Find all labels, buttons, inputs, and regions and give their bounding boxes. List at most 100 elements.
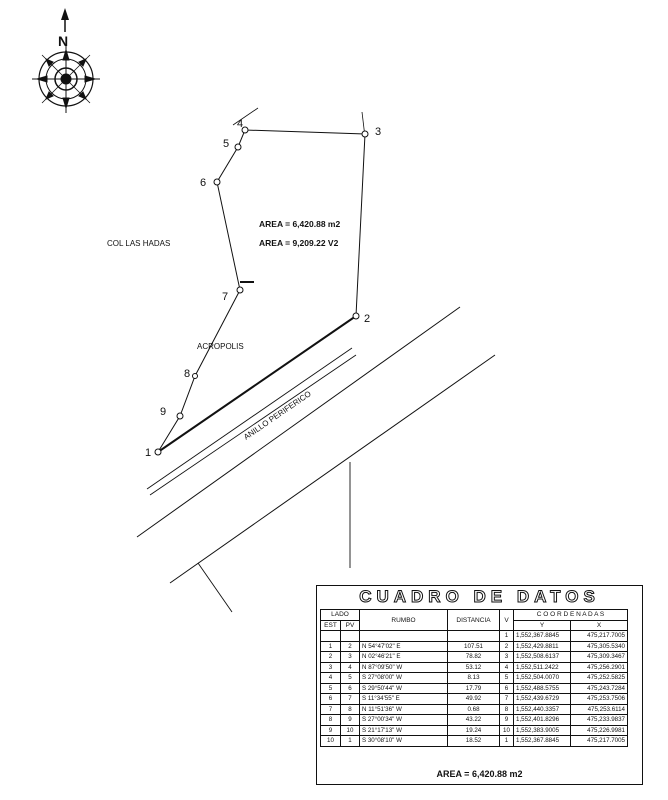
cell-pv: 9: [340, 714, 360, 726]
vertex-labels: 1 2 3 4 5 6 7 8 9: [145, 118, 381, 459]
cell-x: 475,217.7005: [570, 630, 628, 642]
vertex-markers: [154, 126, 369, 456]
cell-x: 475,243.7284: [570, 682, 628, 694]
cell-x: 475,233.9837: [570, 714, 628, 726]
area-v2-label: AREA = 9,209.22 V2: [259, 238, 339, 248]
vertex-label-5: 5: [223, 138, 229, 150]
property-boundary: [157, 129, 366, 453]
cell-est: 9: [320, 724, 341, 736]
vertex-label-7: 7: [222, 291, 228, 303]
vertex-1-marker: [154, 448, 162, 456]
neighborhood-label: COL LAS HADAS: [107, 239, 170, 248]
vertex-5-marker: [234, 143, 242, 151]
data-table-panel: CUADRO DE DATOS LADO RUMBO DISTANCIA V C…: [316, 585, 643, 785]
cell-v: 10: [499, 724, 514, 736]
cell-est: 10: [320, 735, 341, 747]
cell-dist: 53.12: [447, 661, 500, 673]
vertex-4-marker: [241, 126, 249, 134]
cell-rumbo: S 21°17'13" W: [359, 724, 448, 736]
vertex-3-marker: [361, 130, 369, 138]
compass-rose-icon: [32, 45, 100, 113]
cell-pv: 8: [340, 703, 360, 715]
cell-dist: 43.22: [447, 714, 500, 726]
area-m2-label: AREA = 6,420.88 m2: [259, 219, 340, 229]
cell-dist: 18.52: [447, 735, 500, 747]
cell-est: 8: [320, 714, 341, 726]
header-pv: PV: [340, 619, 360, 631]
north-arrow-icon: N: [58, 8, 69, 49]
cell-rumbo: S 27°00'34" W: [359, 714, 448, 726]
cell-pv: 2: [340, 640, 360, 652]
vertex-7-marker: [236, 286, 244, 294]
table-area-total: AREA = 6,420.88 m2: [436, 769, 523, 779]
cell-est: 6: [320, 693, 341, 705]
cell-v: 6: [499, 682, 514, 694]
cell-rumbo: S 11°34'55" E: [359, 693, 448, 705]
cell-y: 1,552,367.8845: [513, 630, 571, 642]
cell-rumbo: N 02°46'21" E: [359, 651, 448, 663]
cell-x: 475,253.6114: [570, 703, 628, 715]
cell-x: 475,309.3467: [570, 651, 628, 663]
cell-x: 475,252.5825: [570, 672, 628, 684]
cell-est: 1: [320, 640, 341, 652]
header-est: EST: [320, 619, 341, 631]
table-title: CUADRO DE DATOS: [359, 587, 600, 607]
cell-v: 4: [499, 661, 514, 673]
vertex-9-marker: [176, 412, 184, 420]
cell-pv: 3: [340, 651, 360, 663]
cell-dist: 78.82: [447, 651, 500, 663]
cell-rumbo: N 54°47'02" E: [359, 640, 448, 652]
header-rumbo: RUMBO: [359, 609, 448, 631]
vertex-label-2: 2: [364, 313, 370, 325]
cell-pv: 10: [340, 724, 360, 736]
vertex-label-4: 4: [237, 118, 243, 130]
cell-y: 1,552,508.6137: [513, 651, 571, 663]
header-lado: LADO: [320, 609, 360, 621]
cell-v: 9: [499, 714, 514, 726]
cell-dist: 19.24: [447, 724, 500, 736]
cell-est: 5: [320, 682, 341, 694]
vertex-6-marker: [213, 178, 221, 186]
cell-y: 1,552,440.3357: [513, 703, 571, 715]
north-label: N: [58, 33, 68, 49]
cell-rumbo: S 27°08'00" W: [359, 672, 448, 684]
header-x: X: [570, 619, 628, 631]
cell-dist: 0.68: [447, 703, 500, 715]
cell-x: 475,256.2901: [570, 661, 628, 673]
cell-pv: 7: [340, 693, 360, 705]
cell-pv: 5: [340, 672, 360, 684]
cell-v: 7: [499, 693, 514, 705]
cell-v: 1: [499, 735, 514, 747]
header-coordenadas: C O O R D E N A D A S: [513, 609, 628, 621]
cell-rumbo: S 29°50'44" W: [359, 682, 448, 694]
cell-rumbo: N 87°09'50" W: [359, 661, 448, 673]
cell-y: 1,552,367.8845: [513, 735, 571, 747]
cell-est: 7: [320, 703, 341, 715]
cell-dist: 49.92: [447, 693, 500, 705]
vertex-label-8: 8: [184, 368, 190, 380]
cell-v: 2: [499, 640, 514, 652]
cell-y: 1,552,429.8811: [513, 640, 571, 652]
cell-est: 2: [320, 651, 341, 663]
header-y: Y: [513, 619, 571, 631]
header-distancia: DISTANCIA: [447, 609, 500, 631]
vertex-label-3: 3: [375, 126, 381, 138]
cell-v: 1: [499, 630, 514, 642]
road-lines: [136, 107, 496, 613]
vertex-label-6: 6: [200, 177, 206, 189]
cell-dist: 8.13: [447, 672, 500, 684]
cell-rumbo: S 30°08'10" W: [359, 735, 448, 747]
table-row: 1 1,552,367.8845 475,217.7005: [320, 630, 628, 642]
cell-v: 5: [499, 672, 514, 684]
cell-x: 475,305.5340: [570, 640, 628, 652]
vertex-2-marker: [352, 312, 360, 320]
